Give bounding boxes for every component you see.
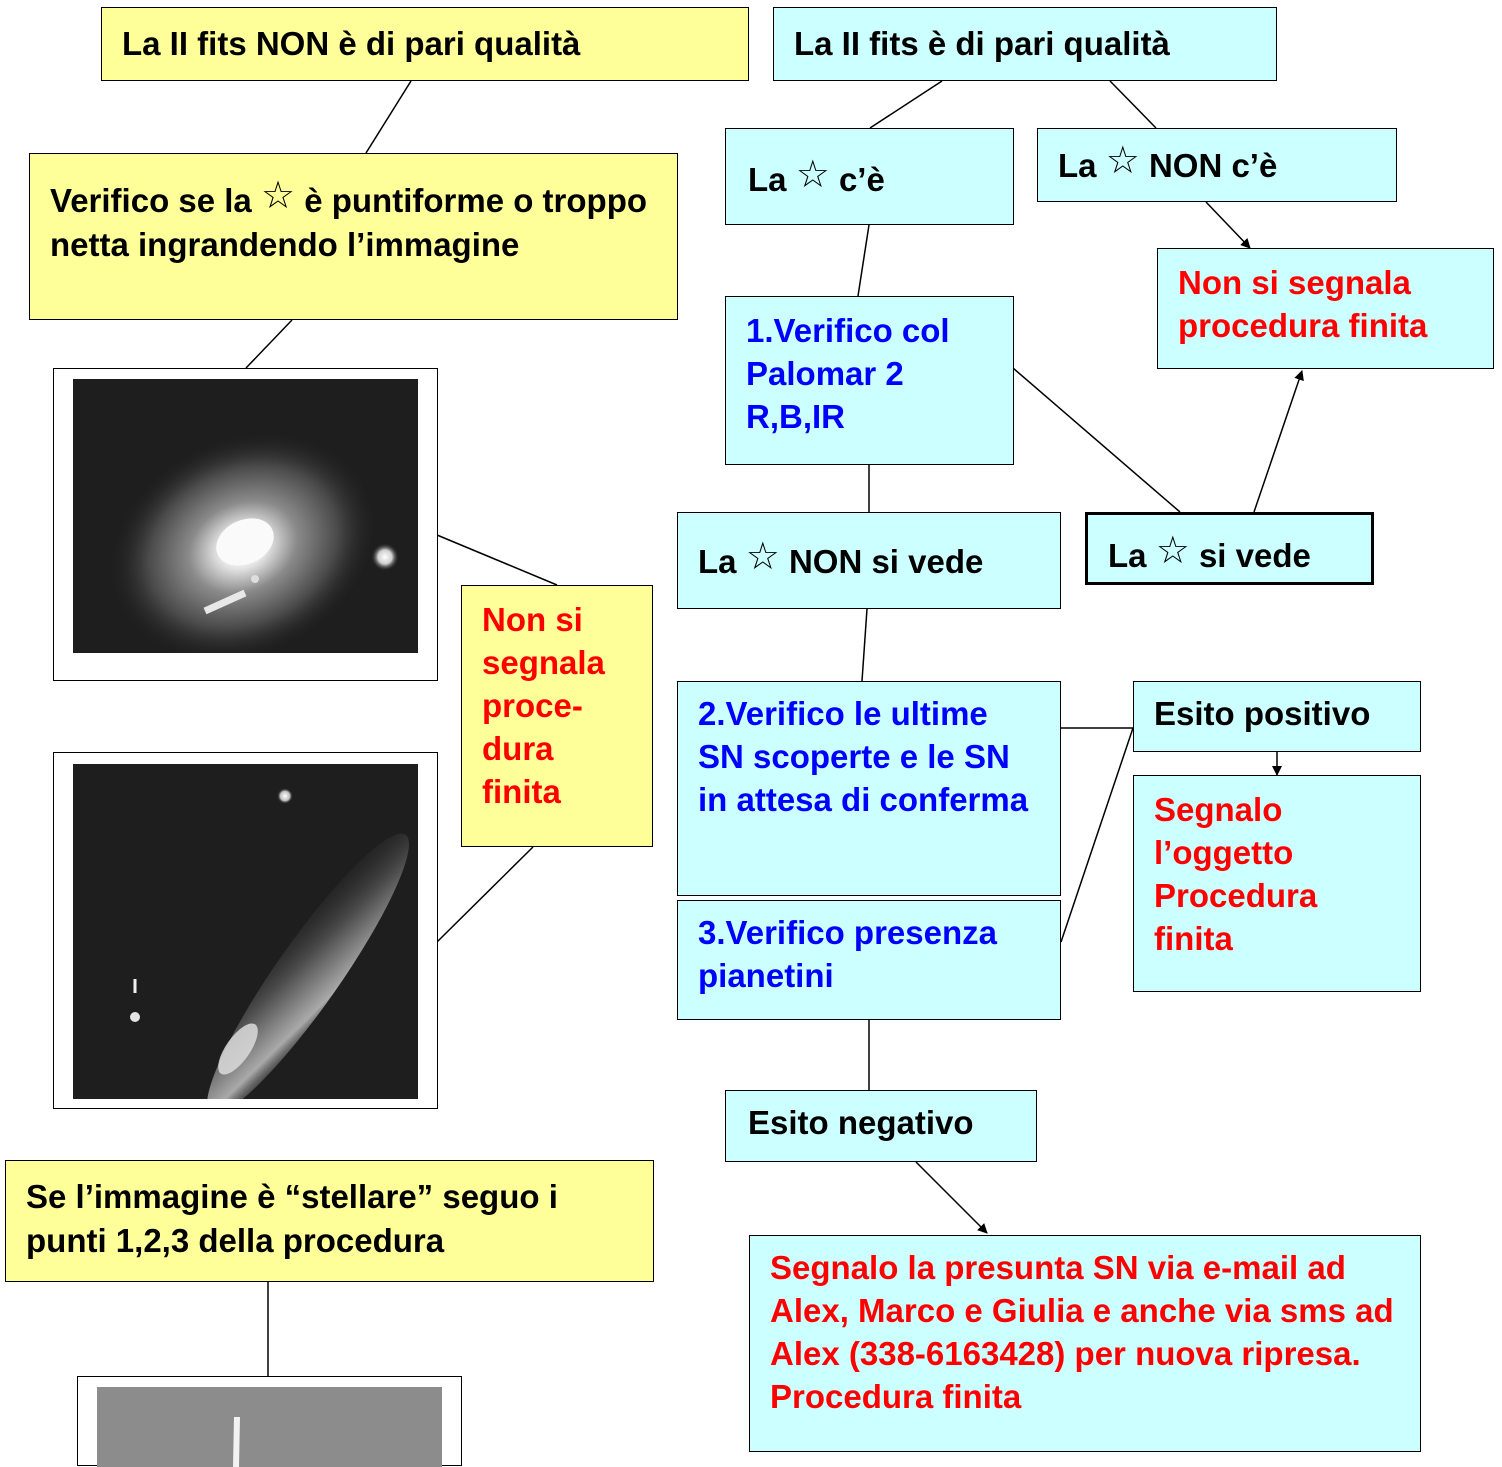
report-sn-box: Segnalo la presunta SN via e-mail ad Ale… (749, 1235, 1421, 1452)
connector-line (1109, 80, 1157, 129)
star-present-box: La ☆ c’è (725, 128, 1014, 225)
star-not-visible-text-a: La (698, 543, 737, 580)
star-visible-text-b: si vede (1198, 537, 1311, 574)
galaxy-photo-3 (97, 1387, 442, 1467)
verify-recent-sn-box: 2.Verifico le ultime SN scoperte e le SN… (677, 681, 1061, 896)
not-reported-middle-text: Non si segnala proce- dura finita (482, 601, 605, 810)
same-quality-text: La II fits è di pari qualità (794, 25, 1170, 62)
star-present-text-a: La (748, 161, 787, 198)
not-reported-middle-box: Non si segnala proce- dura finita (461, 585, 653, 847)
galaxy-photo-frame-3 (77, 1376, 462, 1467)
star-outline-icon: ☆ (745, 536, 780, 578)
star-outline-icon: ☆ (260, 175, 296, 217)
connector-arrow (1205, 201, 1251, 249)
galaxy-photo-2 (73, 764, 418, 1099)
stellar-image-text: Se l’immagine è “stellare” seguo i punti… (26, 1178, 558, 1259)
verify-palomar-text: 1.Verifico col Palomar 2 R,B,IR (746, 312, 950, 435)
negative-result-box: Esito negativo (725, 1090, 1037, 1162)
report-object-box: Segnalo l’oggetto Procedura finita (1133, 775, 1421, 992)
galaxy-photo-frame-1 (53, 368, 438, 681)
not-reported-right-box: Non si segnala procedura finita (1157, 248, 1494, 369)
report-object-text: Segnalo l’oggetto Procedura finita (1154, 791, 1318, 957)
positive-result-box: Esito positivo (1133, 681, 1421, 752)
connector-line (1012, 367, 1181, 513)
galaxy-photo-frame-2 (53, 752, 438, 1109)
connector-line (245, 319, 293, 369)
star-visible-box: La ☆ si vede (1085, 512, 1374, 585)
connector-line (1060, 727, 1134, 943)
verify-recent-sn-text: 2.Verifico le ultime SN scoperte e le SN… (698, 695, 1029, 818)
not-reported-right-text: Non si segnala procedura finita (1178, 264, 1428, 344)
star-not-visible-text-b: NON si vede (788, 543, 984, 580)
connector-line (857, 224, 870, 297)
not-same-quality-text: La II fits NON è di pari qualità (122, 25, 581, 62)
galaxy-photo-1 (73, 379, 418, 653)
verify-pointlike-box: Verifico se la ☆ è puntiforme o troppo n… (29, 153, 678, 320)
star-not-visible-box: La ☆ NON si vede (677, 512, 1061, 609)
verify-asteroids-text: 3.Verifico presenza pianetini (698, 914, 997, 994)
star-absent-text-b: NON c’è (1148, 147, 1278, 184)
not-same-quality-box: La II fits NON è di pari qualità (101, 7, 749, 81)
star-present-text-b: c’è (838, 161, 885, 198)
stellar-image-box: Se l’immagine è “stellare” seguo i punti… (5, 1160, 654, 1282)
star-absent-box: La ☆ NON c’è (1037, 128, 1397, 202)
report-sn-text: Segnalo la presunta SN via e-mail ad Ale… (770, 1249, 1394, 1415)
star-visible-text-a: La (1108, 537, 1147, 574)
connector-line (861, 608, 868, 682)
connector-arrow (915, 1161, 988, 1234)
star-absent-text-a: La (1058, 147, 1097, 184)
connector-line (869, 80, 943, 129)
star-outline-icon: ☆ (795, 154, 830, 196)
same-quality-box: La II fits è di pari qualità (773, 7, 1277, 81)
star-outline-icon: ☆ (1105, 140, 1140, 182)
positive-result-text: Esito positivo (1154, 695, 1371, 732)
negative-result-text: Esito negativo (748, 1104, 974, 1141)
verify-pointlike-text-a: Verifico se la (50, 182, 252, 219)
verify-asteroids-box: 3.Verifico presenza pianetini (677, 900, 1061, 1020)
verify-palomar-box: 1.Verifico col Palomar 2 R,B,IR (725, 296, 1014, 465)
connector-arrow (1253, 370, 1304, 513)
star-outline-icon: ☆ (1155, 530, 1190, 572)
verify-pointlike-text-b: è puntiforme o troppo netta ingrandendo … (50, 182, 648, 263)
connector-line (436, 846, 534, 943)
connector-line (365, 80, 412, 154)
connector-line (436, 534, 558, 586)
